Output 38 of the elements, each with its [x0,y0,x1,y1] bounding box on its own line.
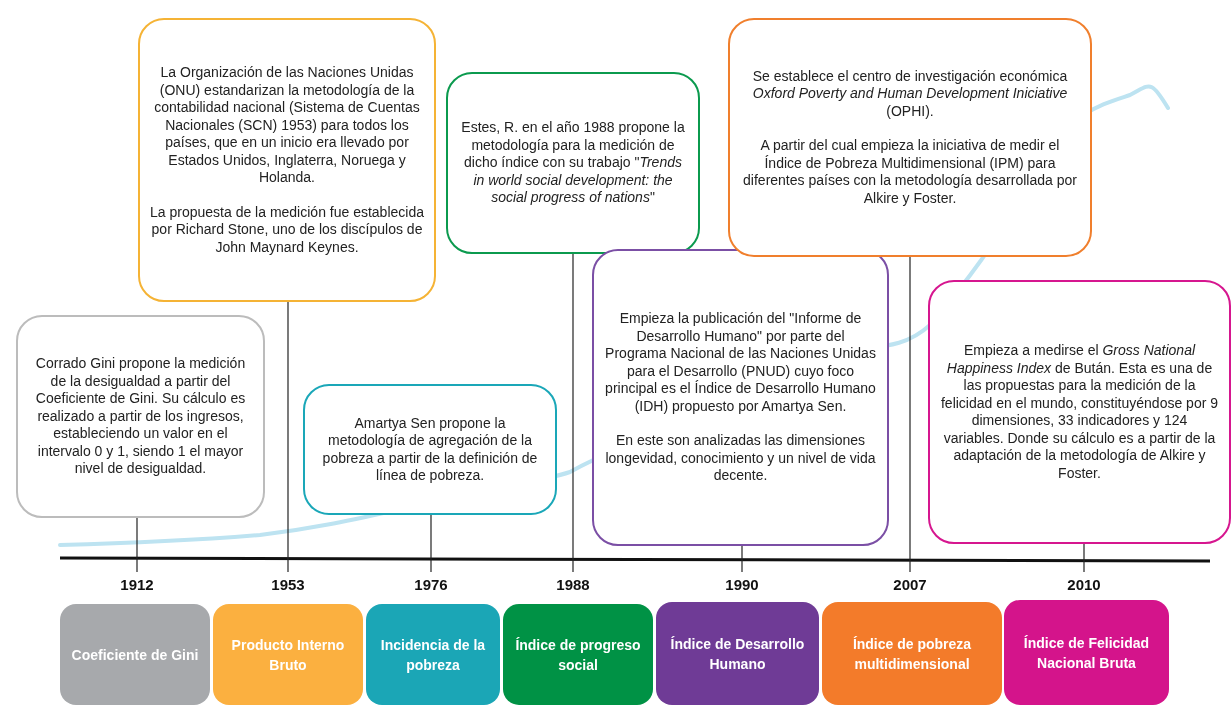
event-description: A partir del cual empieza la iniciativa de medir el Índice de Pobreza Multidimensional (IPM) para diferentes países con la metodología desarrollada por Alkire y Foster. [742,137,1078,208]
index-category-box: Índice de pobreza multidimensional [822,602,1002,705]
event-description: La propuesta de la medición fue establecida por Richard Stone, uno de los discípulos de John Maynard Keynes. [150,203,424,256]
connector-line [287,301,289,573]
event-description: Empieza a medirse el Gross National Happiness Index de Bután. Esta es una de las propuestas para la medición de la felicidad en el mundo, constituyéndose por 9 dimensiones, 33 indicadores y 124 variables. Donde su cálculo es a partir de la adaptación de la metodología de Alkire y Foster. [940,342,1219,482]
year-label: 1990 [717,574,767,594]
event-callout-box [303,384,557,515]
index-category-box: Índice de Desarrollo Humano [656,602,819,705]
event-description: Amartya Sen propone la metodología de agregación de la pobreza a partir de la definición de línea de pobreza. [321,414,539,485]
connector-line [909,256,911,573]
connector-line [1083,543,1085,573]
connector-line [741,545,743,573]
event-callout-box [446,72,700,254]
connector-line [136,517,138,573]
event-callout-box [138,18,436,302]
connector-line [572,253,574,573]
event-description: Empieza la publicación del "Informe de Desarrollo Humano" por parte del Programa Nacional de las Naciones Unidas para el Desarrollo (PNUD) cuyo foco principal es el Índice de Desarrollo Humano (IDH) propuesto por Amartya Sen. [604,310,877,416]
index-category-box: Incidencia de la pobreza [366,604,500,705]
event-description: Estes, R. en el año 1988 propone la metodología para la medición de dicho índice con su trabajo "Trends in world social development: the social progress of nations" [460,119,686,207]
event-description: Se establece el centro de investigación económica Oxford Poverty and Human Development Iniciative (OPHI). [751,67,1069,121]
year-label: 2007 [885,574,935,594]
event-description: Corrado Gini propone la medición de la desigualdad a partir del Coeficiente de Gini. Su cálculo es realizado a partir de los ingresos, estableciendo un valor en el intervalo 0 y 1, siendo 1 el mayor nivel de desigualdad. [34,355,247,478]
event-callout-box [928,280,1231,544]
year-label: 1953 [263,574,313,594]
index-category-box: Producto Interno Bruto [213,604,363,705]
year-label: 1988 [548,574,598,594]
index-category-box: Coeficiente de Gini [60,604,210,705]
event-callout-box [16,315,265,518]
event-description: En este son analizadas las dimensiones longevidad, conocimiento y un nivel de vida decente. [604,432,877,485]
index-category-box: Índice de Felicidad Nacional Bruta [1004,600,1169,705]
connector-line [430,514,432,573]
year-label: 1912 [112,574,162,594]
event-callout-box [592,249,889,546]
index-category-box: Índice de progreso social [503,604,653,705]
year-label: 2010 [1059,574,1109,594]
event-description: La Organización de las Naciones Unidas (ONU) estandarizan la metodología de la contabilidad nacional (Sistema de Cuentas Nacionales (SCN) 1953) para todos los países, que en un inicio era llevado por Estados Unidos, Inglaterra, Noruega y Holanda. [153,64,421,187]
event-callout-box [728,18,1092,257]
year-label: 1976 [406,574,456,594]
